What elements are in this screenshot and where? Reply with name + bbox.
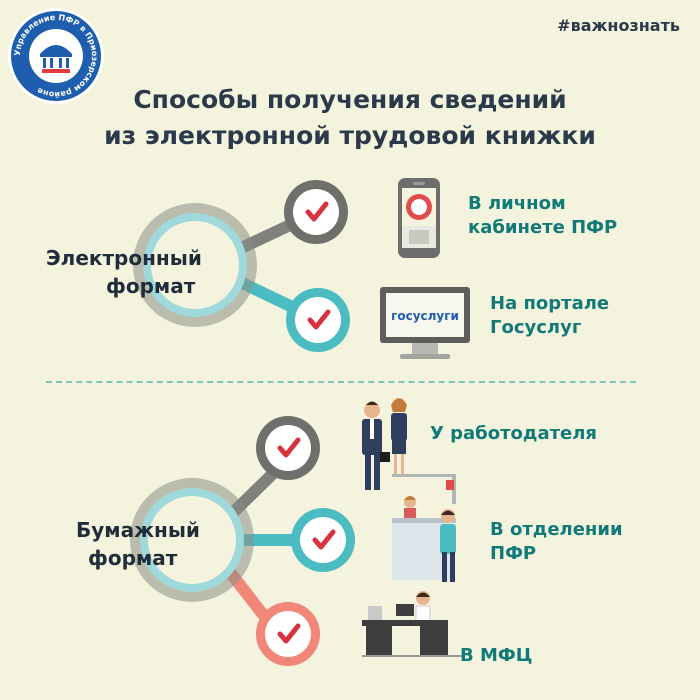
hashtag-label: #важнознать: [557, 16, 680, 35]
section-divider: [46, 381, 636, 383]
title-line-1: Способы получения сведений: [133, 85, 567, 114]
gosuslugi-screen-label: госуслуги: [391, 309, 459, 323]
check-node-gosuslugi: [286, 288, 350, 352]
electronic-label-line-2: формат: [106, 274, 196, 298]
title-line-2: из электронной трудовой книжки: [104, 121, 596, 150]
item-text-cabinet: В личном кабинете ПФР: [468, 193, 618, 238]
item-text-gosuslugi: На портале Госуслуг: [490, 293, 610, 338]
paper-branch: [130, 416, 355, 666]
paper-label-line-1: Бумажный: [76, 518, 200, 542]
mfc-office-desk-icon: [362, 591, 462, 657]
check-node-employer: [256, 416, 320, 480]
paper-format-label: Бумажный формат: [76, 516, 200, 572]
pfr-logo-icon: Управление ПФР в Приозерском районе: [8, 8, 104, 104]
item-text-pfr-office: В отделении ПФР: [490, 519, 623, 564]
monitor-gosuslugi-icon: госуслуги: [380, 287, 470, 359]
check-node-mfc: [256, 602, 320, 666]
electronic-label-line-1: Электронный: [46, 246, 202, 270]
check-node-pfr-office: [291, 508, 355, 572]
electronic-format-label: Электронный формат: [46, 244, 202, 300]
item-text-mfc: В МФЦ: [460, 645, 533, 666]
employers-people-icon: [362, 398, 407, 490]
smartphone-pfr-app-icon: [398, 178, 440, 258]
page-title: Способы получения сведений из электронно…: [0, 82, 700, 154]
check-node-cabinet: [284, 180, 348, 244]
pfr-office-desk-icon: [392, 474, 456, 582]
item-text-employer: У работодателя: [430, 423, 597, 444]
paper-label-line-2: формат: [88, 546, 178, 570]
electronic-branch: [133, 180, 350, 352]
